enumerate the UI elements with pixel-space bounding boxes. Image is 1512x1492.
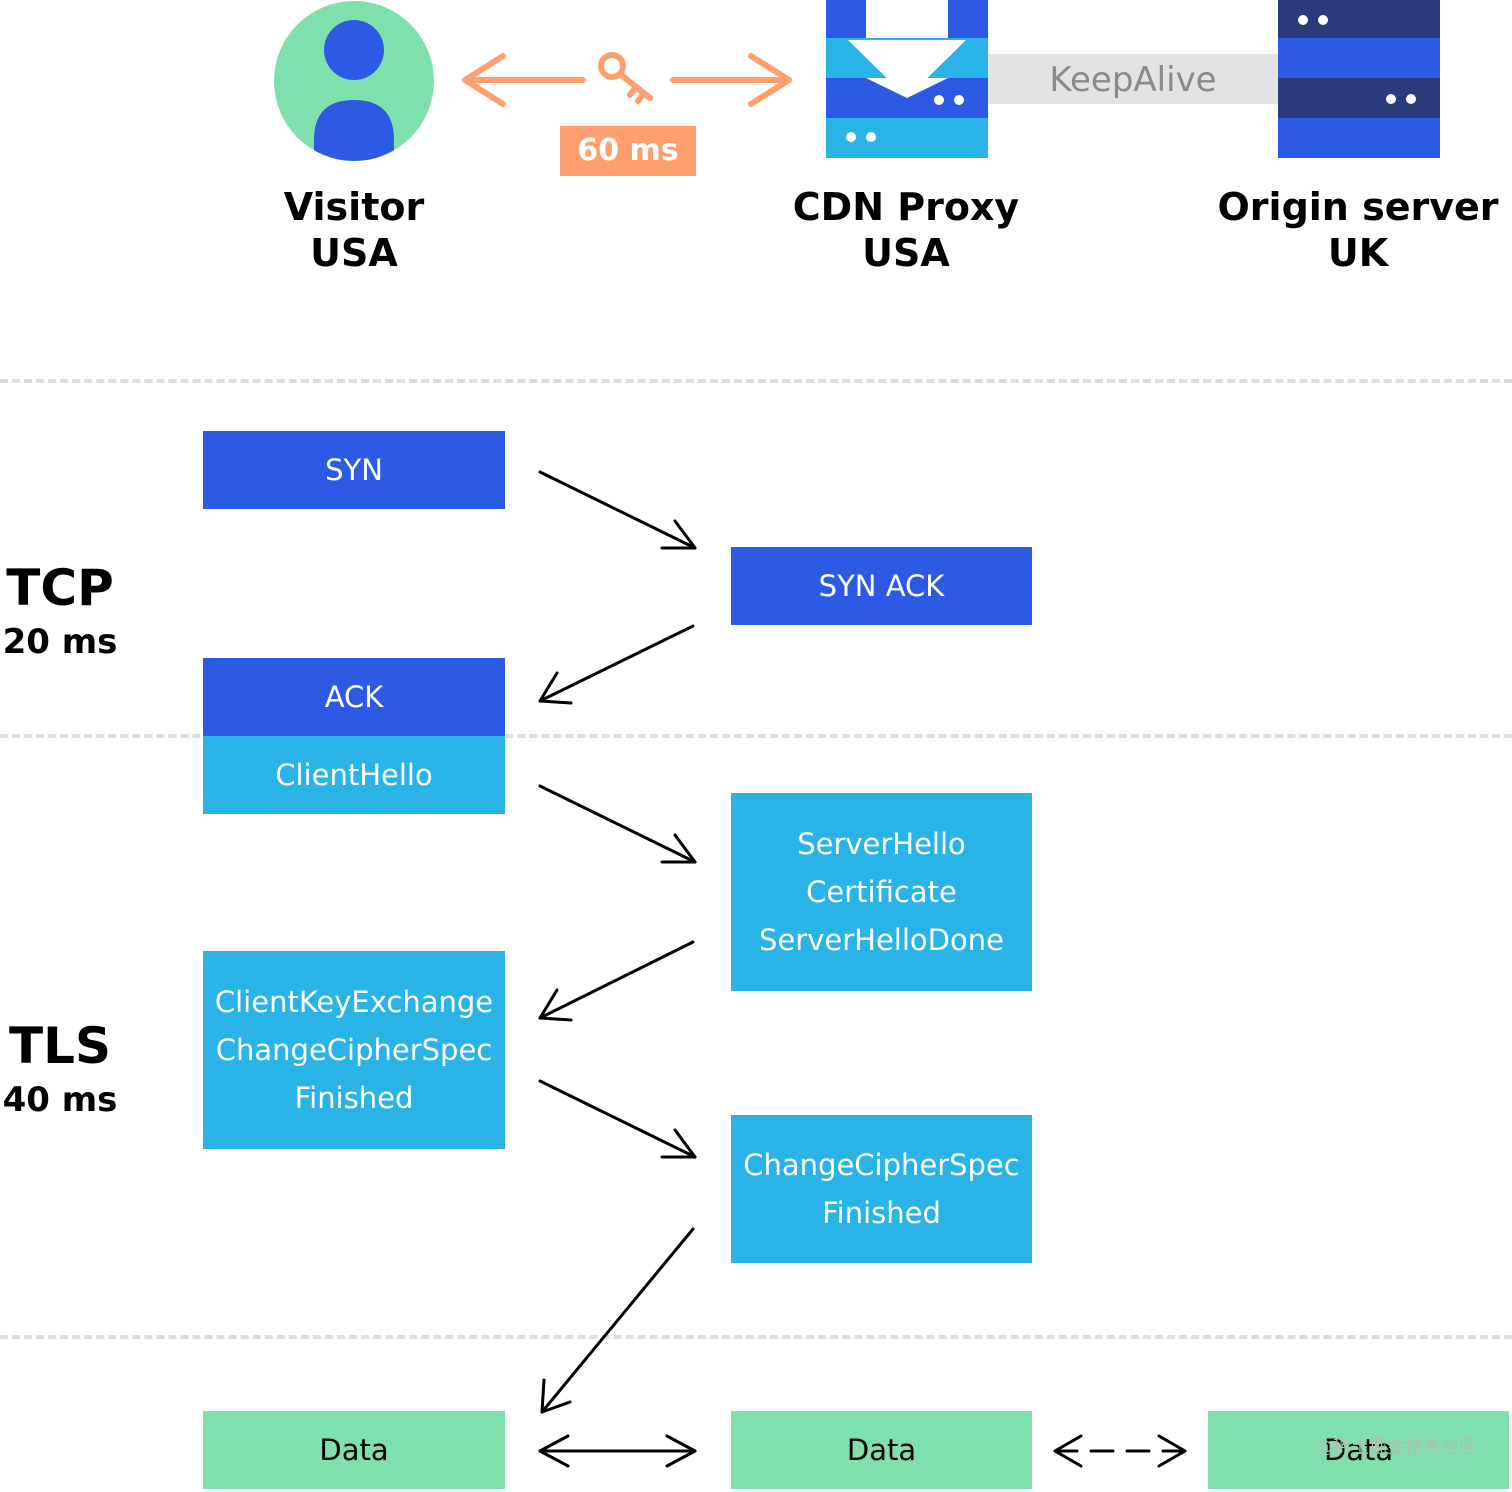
arrow-data-keepalive-dashed	[1053, 1434, 1187, 1468]
msg-server-finished: ChangeCipherSpec Finished	[731, 1115, 1032, 1263]
visitor-label: Visitor USA	[194, 184, 514, 276]
origin-label: Origin server UK	[1198, 184, 1512, 276]
phase-tcp-time: 20 ms	[2, 622, 118, 662]
msg-server-hello: ServerHello Certificate ServerHelloDone	[731, 793, 1032, 991]
phase-tls-time: 40 ms	[2, 1080, 118, 1120]
phase-tcp-name: TCP	[6, 559, 114, 617]
cdn-proxy-icon	[826, 0, 988, 158]
key-icon	[598, 52, 653, 104]
data-visitor: Data	[203, 1411, 505, 1489]
arrow-synack-to-visitor	[538, 624, 695, 705]
data-visitor-text: Data	[319, 1433, 389, 1467]
msg-client-key-exchange: ClientKeyExchange ChangeCipherSpec Finis…	[203, 951, 505, 1149]
data-origin: Data	[1208, 1411, 1509, 1489]
visitor-name: Visitor	[283, 185, 425, 229]
data-cdn-text: Data	[846, 1433, 917, 1467]
arrow-syn-to-cdn	[538, 470, 697, 550]
arrow-finished-to-visitor	[540, 1227, 695, 1414]
msg-server-finished-line: Finished	[822, 1196, 941, 1230]
cdn-location: USA	[862, 231, 950, 275]
watermark: @稀土掘金技术社区	[1315, 1437, 1477, 1458]
cdn-name: CDN Proxy	[792, 185, 1020, 229]
data-origin-text: Data	[1323, 1433, 1394, 1467]
msg-ack: ACK	[203, 658, 505, 736]
arrow-keyexchange-to-cdn	[538, 1079, 697, 1159]
origin-name: Origin server	[1217, 185, 1499, 229]
latency-arrow	[462, 53, 792, 107]
origin-location: UK	[1327, 231, 1389, 275]
phase-tls-name: TLS	[9, 1017, 111, 1075]
data-cdn: Data	[731, 1411, 1032, 1489]
separator-tcp-tls	[0, 734, 1512, 738]
visitor-location: USA	[310, 231, 398, 275]
msg-change-cipher-spec-line: ChangeCipherSpec	[215, 1033, 493, 1067]
separator-tls-data	[0, 1335, 1512, 1339]
arrow-clienthello-to-cdn	[538, 784, 697, 864]
separator-top	[0, 379, 1512, 383]
origin-server-icon	[1278, 0, 1440, 158]
msg-certificate-line: Certificate	[806, 875, 957, 909]
msg-client-hello: ClientHello	[203, 736, 505, 814]
cdn-label: CDN Proxy USA	[746, 184, 1066, 276]
msg-finished-line: Finished	[294, 1081, 414, 1115]
msg-server-hello-line: ServerHello	[797, 827, 966, 861]
msg-client-key-exchange-line: ClientKeyExchange	[214, 985, 494, 1019]
msg-syn-text: SYN	[325, 453, 383, 487]
msg-syn-ack-text: SYN ACK	[818, 569, 945, 603]
msg-syn: SYN	[203, 431, 505, 509]
latency-badge: 60 ms	[560, 126, 696, 176]
arrow-data-bidirectional	[538, 1434, 697, 1468]
visitor-icon	[274, 1, 434, 161]
keepalive-bar: KeepAlive	[988, 54, 1278, 104]
arrow-serverhello-to-visitor	[538, 940, 695, 1022]
msg-syn-ack: SYN ACK	[731, 547, 1032, 625]
msg-server-change-cipher-spec-line: ChangeCipherSpec	[743, 1148, 1020, 1182]
msg-server-hello-done-line: ServerHelloDone	[759, 923, 1004, 957]
msg-client-hello-text: ClientHello	[275, 758, 433, 792]
msg-ack-text: ACK	[324, 680, 384, 714]
